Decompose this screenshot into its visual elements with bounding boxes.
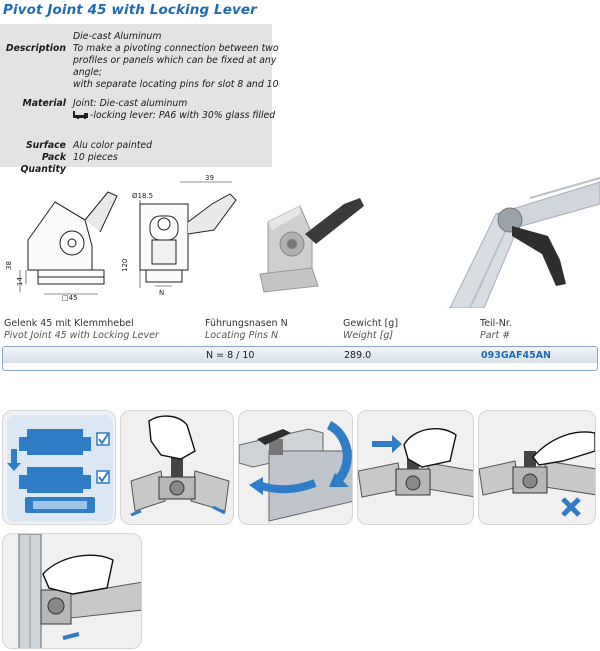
- description-value: Die-cast Aluminum To make a pivoting con…: [73, 31, 279, 91]
- instruction-step-2: [120, 410, 234, 525]
- material-line: Joint: Die-cast aluminum: [73, 98, 188, 109]
- vertical-mount-illustration: [18, 534, 141, 648]
- material-label: Material: [22, 98, 66, 109]
- table-header-weight: Gewicht [g] Weight [g]: [343, 318, 398, 342]
- material-value: Joint: Die-cast aluminum -locking lever:…: [73, 98, 276, 122]
- description-line: To make a pivoting connection between tw…: [73, 43, 279, 55]
- header-en: Part #: [480, 330, 511, 341]
- header-de: Teil-Nr.: [480, 318, 512, 329]
- product-photo: [259, 198, 364, 293]
- pack-value: 10 pieces: [73, 152, 118, 163]
- table-header-pins: Führungsnasen N Locating Pins N: [205, 318, 288, 342]
- description-line: angle;: [73, 67, 102, 79]
- header-en: Weight [g]: [343, 330, 394, 341]
- dim-label: □45: [62, 294, 78, 302]
- header-de: Führungsnasen N: [205, 318, 288, 329]
- instruction-step-4: [357, 410, 474, 525]
- cell-part-number[interactable]: 093GAF45AN: [481, 350, 551, 361]
- header-de: Gelenk 45 mit Klemmhebel: [4, 318, 134, 329]
- product-title: Pivot Joint 45 with Locking Lever: [3, 2, 257, 18]
- material-line: -locking lever: PA6 with 30% glass fille…: [90, 110, 276, 122]
- instruction-step-6: [2, 533, 142, 649]
- rotate-profile-illustration: [239, 420, 352, 522]
- truck-icon: [73, 111, 88, 120]
- instruction-step-1: [2, 410, 116, 525]
- release-lever-illustration: [479, 431, 595, 517]
- cell-weight: 289.0: [344, 350, 372, 361]
- dim-label: 38: [5, 261, 13, 270]
- dim-label: N: [159, 289, 164, 297]
- table-header-part: Teil-Nr. Part #: [480, 318, 512, 342]
- instruction-step-3: [238, 410, 353, 525]
- header-de: Gewicht [g]: [343, 318, 399, 329]
- description-line: profiles or panels which can be fixed at…: [73, 55, 277, 67]
- assembled-photo: [449, 177, 600, 308]
- pin-selection-illustration: [7, 415, 113, 522]
- table-header-product: Gelenk 45 mit Klemmhebel Pivot Joint 45 …: [4, 318, 159, 342]
- insert-joint-illustration: [130, 415, 230, 517]
- surface-value: Alu color painted: [73, 140, 152, 151]
- instruction-step-5: [478, 410, 596, 525]
- lock-lever-illustration: [358, 428, 473, 498]
- material-line-2: -locking lever: PA6 with 30% glass fille…: [73, 110, 276, 122]
- dim-label: 120: [121, 259, 129, 272]
- pack-label: Pack Quantity: [20, 152, 66, 176]
- header-en: Pivot Joint 45 with Locking Lever: [4, 330, 159, 341]
- dim-label: 39: [205, 174, 214, 182]
- description-line: Die-cast Aluminum: [73, 31, 162, 42]
- cell-pins: N = 8 / 10: [206, 350, 255, 361]
- technical-drawings: 38 14 □45 Ø18.5 39 120 N: [5, 174, 600, 308]
- description-line: with separate locating pins for slot 8 a…: [73, 79, 279, 91]
- table-row: N = 8 / 10 289.0 093GAF45AN: [2, 346, 598, 371]
- dim-label: Ø18.5: [132, 192, 153, 200]
- spec-box: Description Die-cast Aluminum To make a …: [0, 24, 279, 175]
- surface-label: Surface: [25, 140, 66, 151]
- side-view-drawing: [19, 191, 118, 295]
- front-view-drawing: [139, 181, 237, 288]
- description-label: Description: [5, 43, 66, 54]
- header-en: Locating Pins N: [205, 330, 279, 341]
- dim-label: 14: [16, 277, 24, 286]
